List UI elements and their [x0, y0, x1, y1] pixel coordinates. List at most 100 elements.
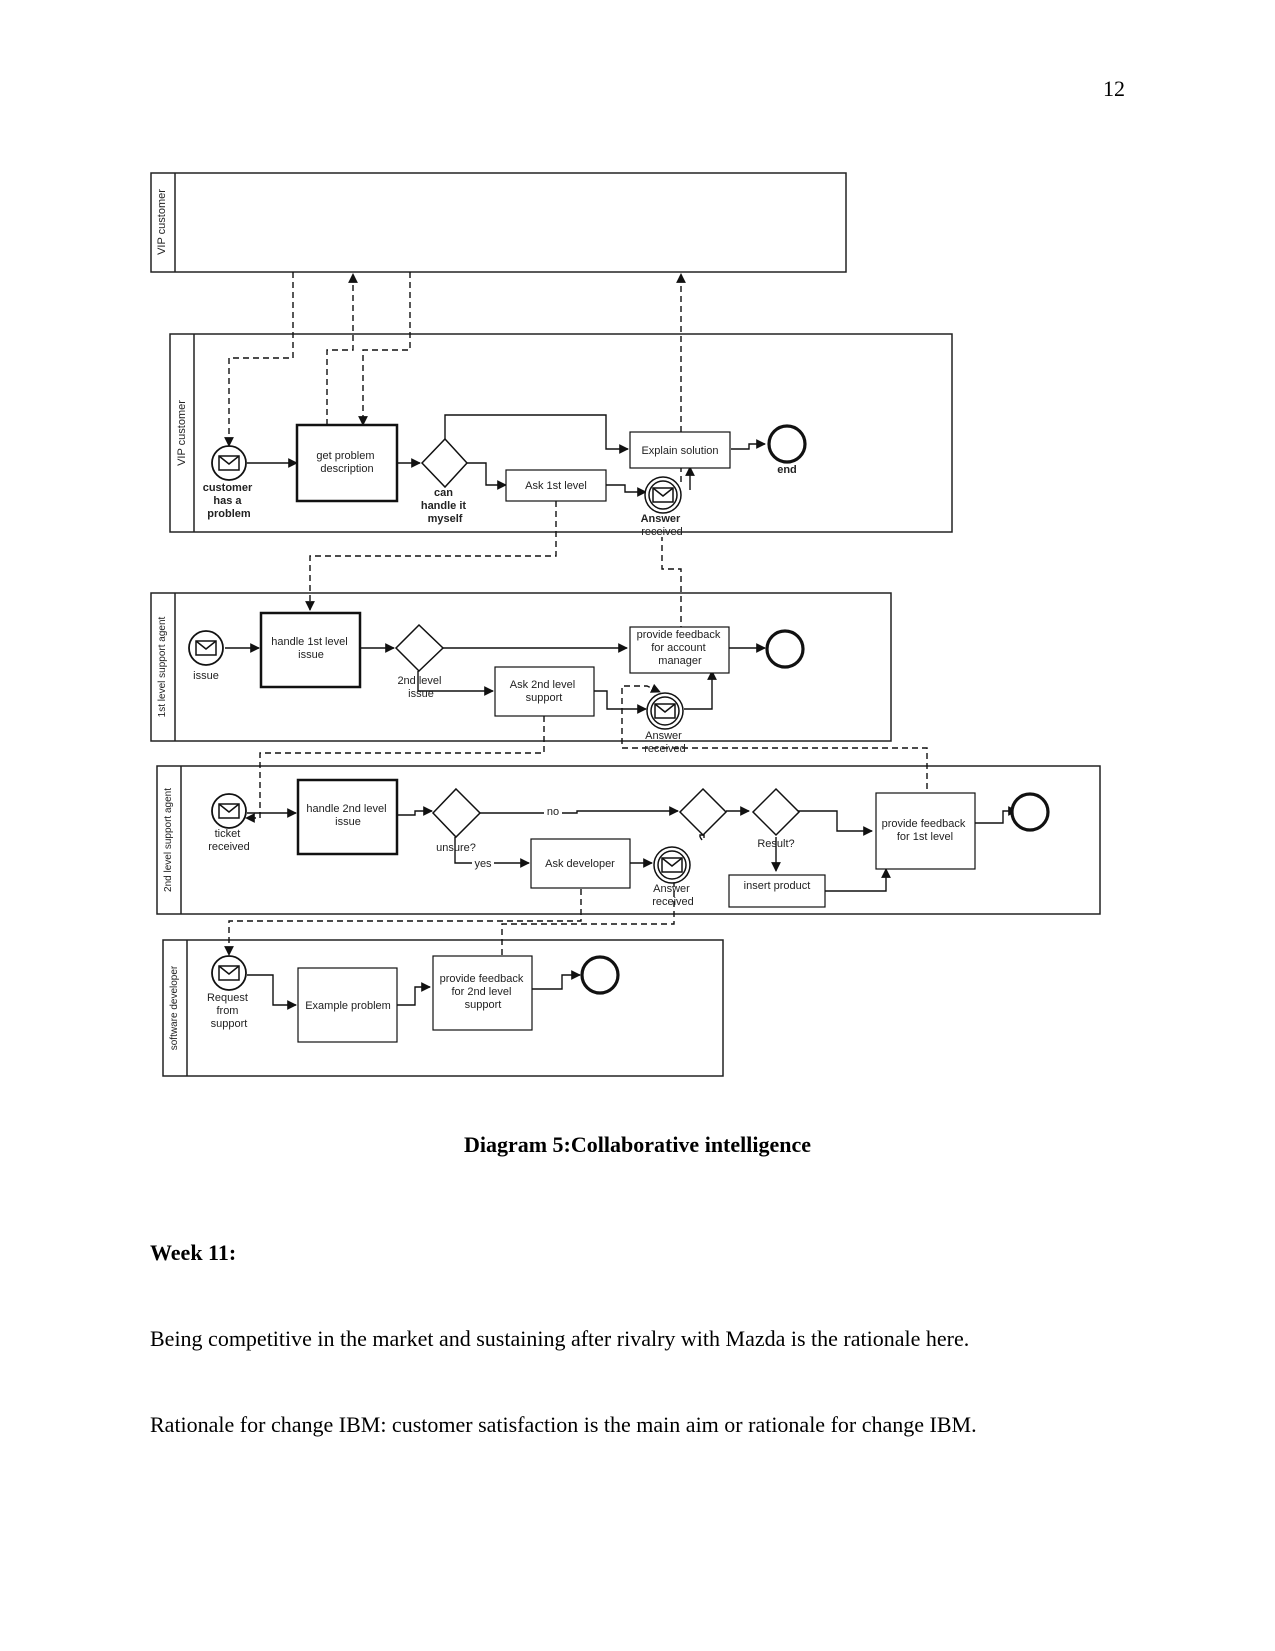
ask-2nd-level-support-task: Ask 2nd level support [494, 666, 595, 717]
2nd-level-end-event [1010, 792, 1050, 832]
vip-answer-received-event: Answer received [641, 476, 684, 538]
node-label: 2nd level [397, 675, 441, 687]
diagram-caption: Diagram 5:Collaborative intelligence [463, 1132, 812, 1157]
ask-developer-task: Ask developer [530, 838, 631, 889]
pool-vip-customer-top: VIP customer [150, 172, 847, 273]
node-label: provide feedback [882, 818, 966, 830]
node-label: for account [651, 642, 705, 654]
svg-text:customer has a pro: customer has a problem [203, 482, 256, 520]
node-label: can [434, 487, 453, 499]
collaboration-diagram: VIP customer VIP customer 1st level supp… [150, 172, 1101, 1077]
pool-software-developer: software developer [162, 939, 724, 1077]
handle-2nd-level-issue-task: handle 2nd level issue [296, 778, 399, 856]
handle-1st-level-issue-task: handle 1st level issue [259, 611, 362, 689]
lane-label: VIP customer [176, 400, 188, 466]
svg-text:Answer received: Answer received [652, 883, 694, 908]
1st-level-answer-received-event: Answer received [644, 692, 686, 755]
node-label: get problem [316, 450, 374, 462]
node-label: handle 2nd level [306, 803, 386, 815]
node-label: issue [193, 670, 219, 682]
2nd-level-answer-received-event: Answer received [652, 846, 694, 908]
node-label: received [644, 743, 686, 755]
node-label: for 1st level [897, 831, 953, 843]
node-label: end [777, 464, 797, 476]
svg-text:provide feedback for 1st: provide feedback for 1st level [882, 818, 969, 843]
merge-gateway [678, 787, 728, 837]
pool-2nd-level-support: 2nd level support agent [156, 765, 1101, 915]
node-label: has a [213, 495, 242, 507]
node-label: handle it [421, 500, 467, 512]
get-problem-description-task: get problem description [295, 423, 399, 503]
provide-feedback-2nd-level-task: provide feedback for 2nd level support [432, 955, 533, 1031]
node-label: description [320, 463, 373, 475]
node-label: handle 1st level [271, 636, 347, 648]
svg-text:get problem description: get problem description [316, 450, 377, 475]
node-label: unsure? [436, 842, 476, 854]
node-label: provide feedback [637, 629, 721, 641]
edge-label-yes: yes [474, 858, 492, 870]
svg-text:provide feedback for acc: provide feedback for account manager [637, 629, 724, 667]
provide-feedback-1st-level-task: provide feedback for 1st level [875, 792, 976, 870]
node-label: Ask 2nd level [510, 679, 575, 691]
node-label: received [208, 841, 250, 853]
svg-text:handle 2nd level issue: handle 2nd level issue [306, 803, 389, 828]
svg-text:can handle it myse: can handle it myself [421, 487, 469, 525]
paragraph: Rationale for change IBM: customer satis… [150, 1412, 977, 1437]
svg-text:handle 1st level issue: handle 1st level issue [271, 636, 351, 661]
ticket-received-event: ticket received [208, 793, 250, 853]
result-gateway: Result? [751, 787, 801, 850]
node-label: for 2nd level [452, 986, 512, 998]
node-label: Ask 1st level [525, 480, 587, 492]
issue-event: issue [188, 630, 224, 682]
node-label: customer [203, 482, 253, 494]
node-label: manager [658, 655, 702, 667]
lane-label: 2nd level support agent [163, 788, 174, 892]
lane-label: software developer [169, 965, 180, 1050]
node-label: support [526, 692, 563, 704]
node-label: Answer [645, 730, 682, 742]
node-label: myself [428, 513, 463, 525]
node-label: ticket [215, 828, 241, 840]
node-label: Example problem [305, 1000, 391, 1012]
paragraph: Being competitive in the market and sust… [150, 1326, 970, 1351]
ask-1st-level-task: Ask 1st level [505, 469, 607, 502]
edge-label-no: no [547, 806, 559, 818]
node-label: Result? [757, 838, 794, 850]
can-handle-gateway: can handle it myself [421, 437, 469, 525]
pool-vip-customer: VIP customer [169, 333, 953, 533]
1st-level-end-event [765, 629, 805, 669]
svg-text:ticket received: ticket received [208, 828, 250, 853]
node-label: provide feedback [440, 973, 524, 985]
svg-text:Answer received: Answer received [644, 730, 686, 755]
node-label: support [465, 999, 502, 1011]
insert-product-task: insert product [728, 874, 826, 908]
unsure-gateway: unsure? [431, 787, 482, 854]
svg-text:Answer received: Answer received [641, 513, 684, 538]
node-label: Request [207, 992, 248, 1004]
svg-text:Ask 2nd level support: Ask 2nd level support [510, 679, 579, 704]
explain-solution-task: Explain solution [629, 431, 731, 469]
node-label: received [652, 896, 694, 908]
sequence-flows [225, 414, 1018, 1010]
node-label: Answer [653, 883, 690, 895]
lane-label: VIP customer [156, 189, 168, 255]
svg-text:Request from suppo: Request from support [207, 992, 251, 1030]
page-number: 12 [1103, 76, 1125, 101]
node-label: Explain solution [641, 445, 718, 457]
node-label: issue [298, 649, 324, 661]
svg-text:provide feedback for 2nd: provide feedback for 2nd level support [440, 973, 527, 1011]
developer-end-event [580, 955, 620, 995]
2nd-level-issue-gateway: 2nd level issue [394, 623, 445, 700]
node-label: issue [335, 816, 361, 828]
pool-1st-level-support: 1st level support agent [150, 592, 892, 742]
node-label: Answer [641, 513, 681, 525]
node-label: problem [207, 508, 251, 520]
end-event: end [767, 424, 807, 476]
node-label: issue [408, 688, 434, 700]
request-from-support-event: Request from support [207, 955, 251, 1030]
node-label: insert product [744, 880, 811, 892]
section-heading: Week 11: [150, 1240, 237, 1265]
lane-label: 1st level support agent [157, 616, 168, 717]
node-label: from [216, 1005, 238, 1017]
node-label: support [211, 1018, 248, 1030]
